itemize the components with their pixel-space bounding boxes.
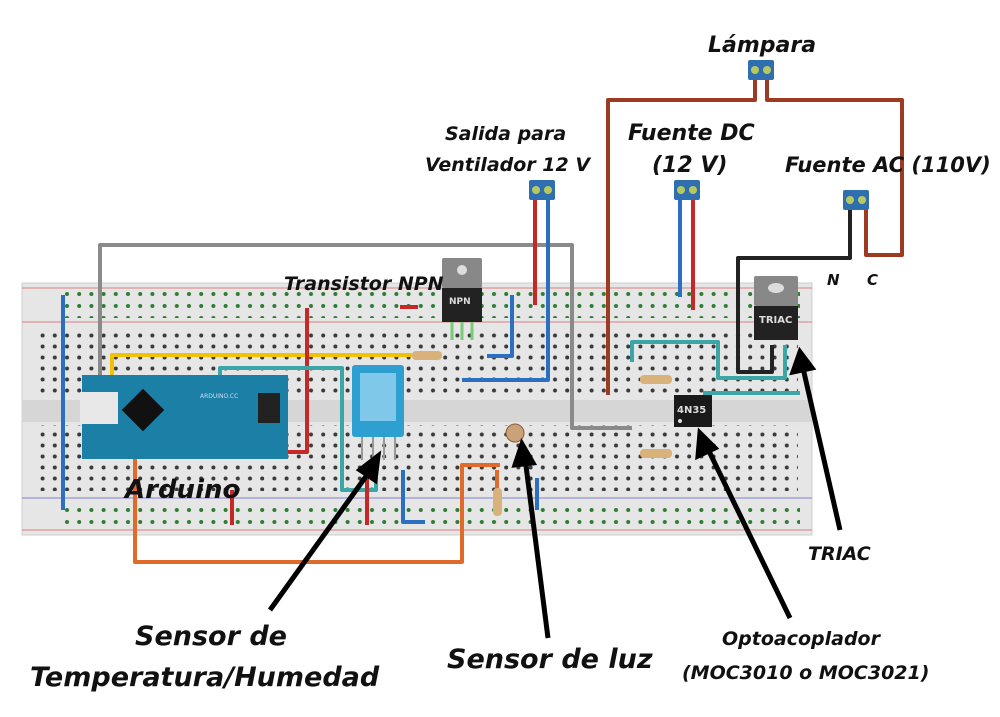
- triac-marking: TRIAC: [759, 315, 792, 326]
- arrow-optocoupler: [703, 443, 793, 620]
- wires: [61, 78, 904, 564]
- label-light-sensor: Sensor de luz: [447, 644, 653, 675]
- wire-orange: [133, 452, 500, 564]
- wire-teal-opto: [630, 340, 787, 380]
- wire-brown-ac: [765, 78, 904, 257]
- ldr: [505, 423, 525, 443]
- wire-gray: [98, 243, 632, 430]
- label-optocoupler: Optoacoplador: [722, 628, 882, 650]
- label-dc-source: Fuente DC: [628, 121, 755, 146]
- label-lamp: Lámpara: [708, 33, 816, 58]
- label-temp-sensor-2: Temperatura/Humedad: [30, 662, 380, 693]
- label-fan-output-2: Ventilador 12 V: [425, 154, 591, 176]
- terminal-fan: [529, 180, 555, 200]
- wire-teal-sensor: [218, 366, 378, 492]
- terminal-dc: [674, 180, 700, 200]
- wire-black-ac: [736, 200, 852, 374]
- arrow-temp-sensor: [267, 466, 375, 612]
- label-phase: C: [867, 271, 878, 289]
- arrow-head-icon: [695, 427, 720, 461]
- wire-brown-lamp: [606, 78, 757, 395]
- transistor-marking: NPN: [449, 297, 471, 307]
- arduino-marking: ARDUINO.CC: [200, 393, 238, 400]
- triac-component: TRIAC: [754, 276, 798, 340]
- transistor-npn: NPN: [442, 258, 482, 340]
- resistors: [412, 351, 672, 516]
- optocoupler-chip: 4N35: [674, 395, 712, 427]
- label-triac: TRIAC: [808, 543, 871, 565]
- terminal-lamp: [748, 60, 774, 80]
- label-dc-source-2: (12 V): [652, 153, 727, 178]
- dht-sensor: [352, 365, 404, 460]
- arrow-head-icon: [511, 437, 538, 468]
- arrow-triac: [800, 367, 843, 531]
- terminal-ac: [843, 190, 869, 210]
- pointer-arrows: [267, 346, 843, 639]
- label-optocoupler-2: (MOC3010 o MOC3021): [682, 662, 929, 684]
- wire-yellow: [110, 353, 412, 378]
- label-arduino: Arduino: [123, 475, 240, 505]
- arrow-light-sensor: [522, 457, 551, 639]
- label-neutral: N: [827, 271, 840, 289]
- label-temp-sensor: Sensor de: [135, 621, 287, 652]
- arduino-nano: ARDUINO.CC: [80, 375, 288, 459]
- label-ac-source: Fuente AC (110V): [785, 153, 991, 177]
- wire-blue-tr: [487, 295, 514, 358]
- wire-blue-fan: [462, 195, 550, 382]
- optocoupler-marking: 4N35: [677, 405, 706, 416]
- arrow-head-icon: [355, 450, 382, 485]
- arrow-head-icon: [789, 346, 817, 376]
- label-transistor: Transistor NPN: [284, 273, 444, 295]
- label-fan-output: Salida para: [445, 123, 566, 145]
